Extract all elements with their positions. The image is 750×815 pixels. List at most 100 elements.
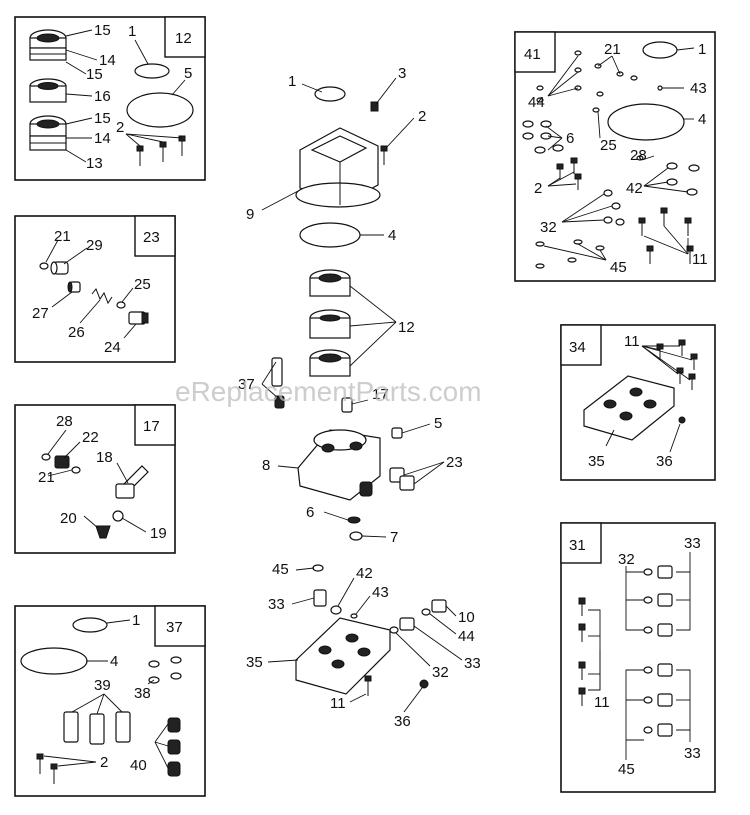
o-ring-4-part: [20, 647, 88, 675]
box-41-number: 41: [524, 46, 541, 63]
o-ring-4-center: [299, 222, 361, 248]
center-pump-assembly: 1 3 2 9 4 12 37 17 5 8 23 6 7: [238, 65, 463, 546]
screws-11-b34: [656, 339, 698, 390]
o-ring-1-b41: [642, 41, 678, 59]
screws-2-part: [136, 135, 186, 166]
bearing-14a-part: [29, 47, 67, 61]
label-4: 4: [698, 111, 706, 128]
seal-45-part: [312, 564, 324, 572]
seals-38-part: [148, 656, 182, 684]
o-ring-21-part: [39, 262, 49, 270]
label-7: 7: [390, 529, 398, 546]
label-33: 33: [684, 535, 701, 552]
seal-7-center: [349, 531, 363, 541]
screws-2-part-b: [36, 753, 58, 784]
label-37: 37: [238, 376, 255, 393]
label-21: 21: [54, 228, 71, 245]
label-11: 11: [330, 695, 346, 712]
plug-36-b34: [678, 416, 686, 424]
seat-27-part: [67, 281, 81, 293]
label-6: 6: [566, 130, 574, 147]
inset-box-37: 37 1: [14, 605, 206, 797]
rings-32-b31: [643, 568, 653, 734]
label-1: 1: [698, 41, 706, 58]
label-22: 22: [82, 429, 99, 446]
label-21: 21: [604, 41, 621, 58]
label-21: 21: [38, 469, 55, 486]
screw-2-center: [380, 145, 388, 165]
label-19: 19: [150, 525, 167, 542]
label-42: 42: [356, 565, 373, 582]
box-31-number: 31: [569, 537, 586, 554]
label-14: 14: [94, 130, 111, 147]
housing-9-part: [295, 127, 381, 208]
label-24: 24: [104, 339, 121, 356]
fitting-5-center: [391, 427, 403, 439]
o-ring-28-part: [41, 453, 51, 461]
o-ring-21-part-b: [71, 466, 81, 474]
ball-19-part: [112, 510, 124, 522]
rings-32-b41: [603, 189, 625, 226]
watermark-text: eReplacementParts.com: [175, 376, 482, 407]
inset-box-41: 41: [514, 31, 716, 282]
label-9: 9: [246, 206, 254, 223]
o-ring-1-center: [314, 86, 346, 102]
lower-manifold-assembly: 45 42 33 43 10 44 35 32 33 11 36: [246, 561, 481, 730]
o-ring-43-part: [350, 613, 358, 619]
seals-40-part: [167, 717, 181, 777]
label-1: 1: [288, 73, 296, 90]
valve-33-part: [313, 589, 327, 607]
label-5: 5: [184, 65, 192, 82]
label-43: 43: [690, 80, 707, 97]
label-6: 6: [306, 504, 314, 521]
label-32: 32: [432, 664, 449, 681]
bearing-15c-part: [29, 115, 67, 151]
valve-33-right-part: [399, 617, 415, 631]
label-23: 23: [446, 454, 463, 471]
race-16-part: [29, 78, 67, 103]
label-40: 40: [130, 757, 147, 774]
screws-11-b31: [578, 597, 586, 706]
label-1: 1: [132, 612, 140, 629]
box-17-number: 17: [143, 418, 160, 435]
small-rings-b41: [536, 50, 663, 113]
cap-29-part: [50, 261, 69, 275]
label-32: 32: [540, 219, 557, 236]
plug-36-part: [419, 679, 429, 689]
label-45: 45: [272, 561, 289, 578]
label-2: 2: [116, 119, 124, 136]
o-ring-25-part: [116, 301, 126, 309]
label-45: 45: [618, 761, 635, 778]
label-11: 11: [692, 251, 708, 268]
o-ring-1-part-b: [72, 617, 108, 633]
label-38: 38: [134, 685, 151, 702]
plug-3-part: [370, 101, 379, 112]
label-10: 10: [458, 609, 475, 626]
label-17: 17: [372, 386, 389, 403]
label-33: 33: [268, 596, 285, 613]
label-2: 2: [418, 108, 426, 125]
label-36: 36: [394, 713, 411, 730]
stem-18-part: [115, 465, 149, 499]
valves-23-center: [359, 467, 415, 497]
label-2: 2: [100, 754, 108, 771]
o-ring-5-part: [126, 92, 194, 128]
label-29: 29: [86, 237, 103, 254]
label-1: 1: [128, 23, 136, 40]
label-11: 11: [594, 694, 610, 711]
label-33: 33: [684, 745, 701, 762]
screws-11-b41: [638, 207, 694, 264]
label-25: 25: [134, 276, 151, 293]
seals-45-b41: [535, 239, 605, 269]
label-15: 15: [94, 110, 111, 127]
box-37-number: 37: [166, 619, 183, 636]
label-11: 11: [624, 333, 640, 350]
o-ring-44-part: [421, 608, 431, 616]
label-3: 3: [398, 65, 406, 82]
label-4: 4: [110, 653, 118, 670]
pistons-39-part: [63, 711, 131, 745]
manifold-35-b34: [583, 375, 675, 441]
label-20: 20: [60, 510, 77, 527]
label-26: 26: [68, 324, 85, 341]
